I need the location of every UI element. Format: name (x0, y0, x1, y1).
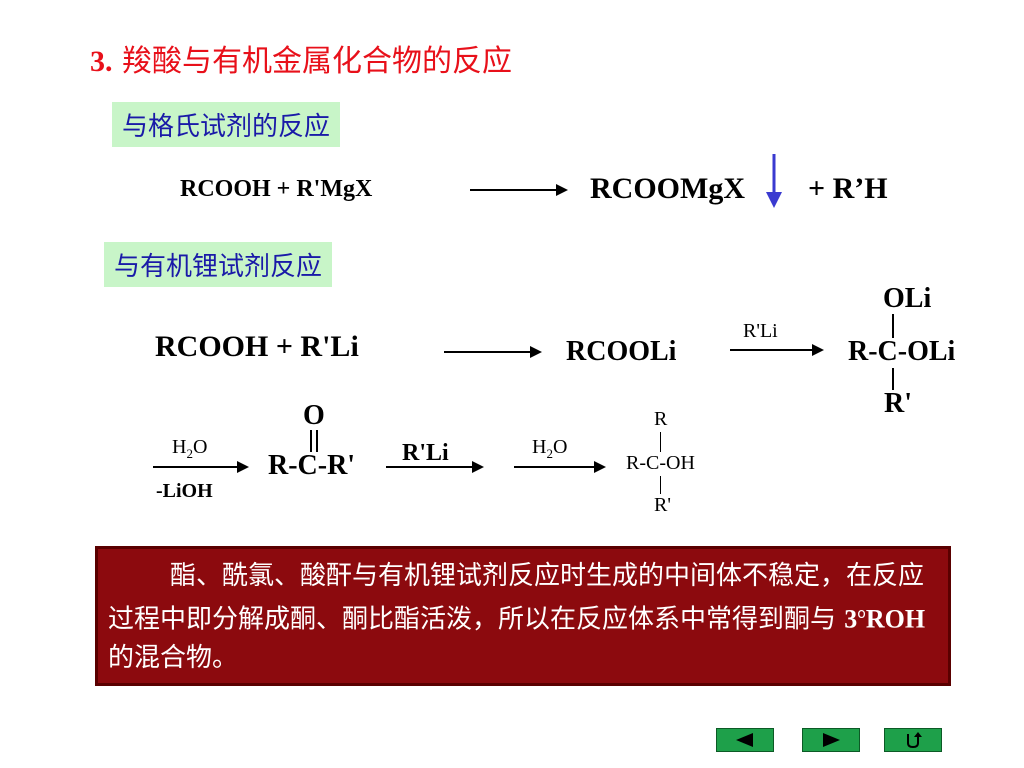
step3-arrow (514, 461, 606, 473)
ketone-double-bond-a (310, 430, 312, 452)
ketone-double-bond-b (316, 430, 318, 452)
step3-reagent: H2O (532, 436, 568, 461)
ketone-oxygen: O (303, 400, 325, 431)
return-button[interactable] (884, 728, 942, 752)
lithium-arrow-1 (444, 346, 542, 358)
adduct-top: OLi (883, 283, 932, 314)
alcohol-middle: R-C-OH (626, 452, 695, 474)
title-text: 羧酸与有机金属化合物的反应 (122, 44, 513, 79)
note-degree-sup: o (857, 606, 866, 622)
grignard-product: RCOOMgX (590, 172, 745, 205)
step1-reagent: H2O (172, 436, 208, 461)
step1-arrow (153, 461, 249, 473)
grignard-arrow (470, 184, 568, 196)
tag-grignard: 与格氏试剂的反应 (112, 102, 341, 147)
grignard-byproduct: + R’H (808, 172, 888, 205)
prev-icon (736, 733, 753, 747)
lithium-reagent-label: R'Li (743, 320, 778, 342)
adduct-bond-top (892, 314, 894, 338)
step2-reagent: R'Li (402, 440, 449, 466)
title-number: 3. (90, 45, 113, 78)
adduct-bottom: R' (884, 388, 912, 419)
alcohol-bottom: R' (654, 494, 671, 516)
ketone-chain: R-C-R' (268, 450, 356, 481)
alcohol-top: R (654, 408, 668, 430)
note-tail: 的混合物。 (108, 642, 239, 673)
note-main: 酯、酰氯、酸酐与有机锂试剂反应时生成的中间体不稳定，在反应过程中即分解成酮、酮比… (108, 561, 925, 635)
lithium-reactants: RCOOH + R'Li (155, 330, 359, 363)
alcohol-bond-top (660, 432, 661, 452)
lithium-arrow-2 (730, 344, 824, 356)
step1-byproduct: -LiOH (156, 480, 213, 502)
note-degree-number: 3 (844, 604, 858, 634)
precipitate-down-arrow-icon (766, 154, 782, 208)
page-title: 3. 羧酸与有机金属化合物的反应 (90, 36, 512, 80)
prev-button[interactable] (716, 728, 774, 752)
next-button[interactable] (802, 728, 860, 752)
next-icon (823, 733, 840, 747)
grignard-reactants: RCOOH + R'MgX (180, 176, 373, 202)
adduct-bond-bottom (892, 368, 894, 390)
return-icon (907, 732, 922, 749)
alcohol-bond-bottom (660, 476, 661, 494)
lithium-intermediate: RCOOLi (566, 336, 677, 367)
adduct-middle: R-C-OLi (848, 336, 956, 367)
note-roh: ROH (865, 604, 926, 634)
step2-arrow (386, 461, 484, 473)
tag-organolithium: 与有机锂试剂反应 (104, 242, 333, 287)
explanation-box: 酯、酰氯、酸酐与有机锂试剂反应时生成的中间体不稳定，在反应过程中即分解成酮、酮比… (95, 546, 951, 686)
